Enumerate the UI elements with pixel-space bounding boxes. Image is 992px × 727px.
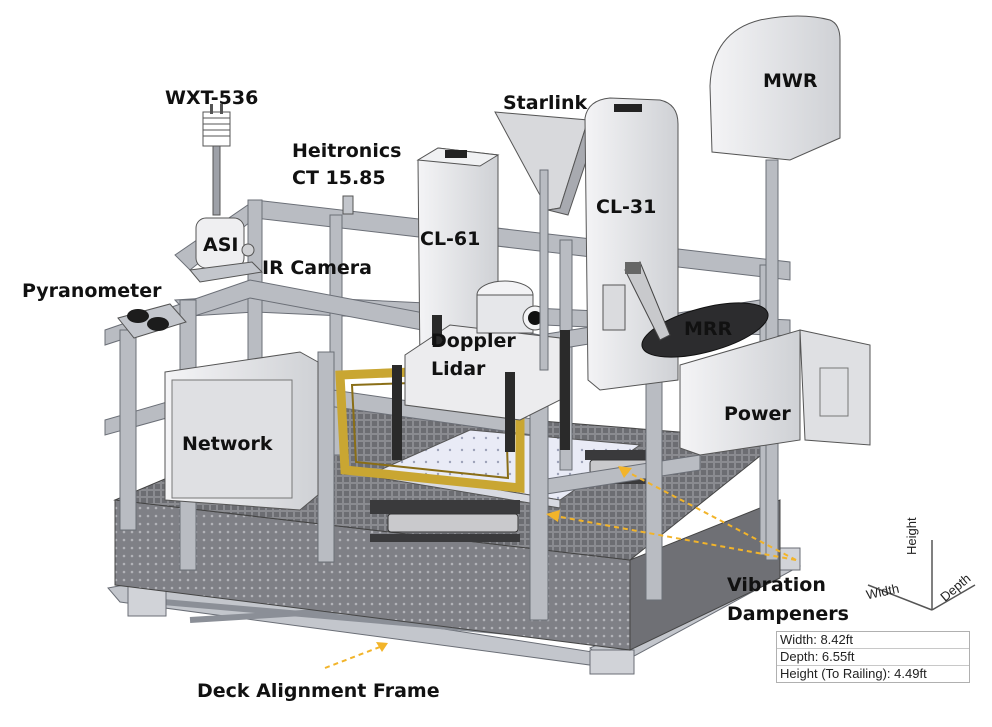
- pyranometer-label: Pyranometer: [22, 280, 162, 302]
- ir-camera-label: IR Camera: [262, 257, 372, 279]
- mrr-radar: [624, 261, 769, 358]
- heitronics-label-line1: Heitronics: [292, 140, 402, 162]
- doppler-lidar: [392, 280, 570, 460]
- axis-triad: [867, 540, 976, 611]
- wxt-ptu-mast: [189, 104, 264, 283]
- asi-label: ASI: [203, 234, 239, 256]
- cl31-label: CL-31: [596, 196, 657, 218]
- cl61-label: CL-61: [420, 228, 481, 250]
- deck-frame-label: Deck Alignment Frame: [197, 680, 440, 702]
- dimension-height: Height (To Railing): 4.49ft: [780, 666, 927, 681]
- doppler-label-line1: Doppler: [431, 330, 516, 352]
- heitronics-label-line2: CT 15.85: [292, 167, 386, 189]
- arrowheads: [376, 466, 632, 652]
- power-enclosure: [679, 329, 871, 456]
- network-label: Network: [182, 433, 273, 455]
- mrr-label: MRR: [684, 318, 733, 340]
- wxt-label: WXT-536: [165, 87, 259, 109]
- vibration-label-line1: Vibration: [727, 574, 826, 596]
- dimension-width: Width: 8.42ft: [777, 632, 969, 649]
- mwr-label: MWR: [763, 70, 818, 92]
- network-enclosure: [164, 351, 319, 511]
- dimensions-table: Width: 8.42ft Depth: 6.55ft Height (To R…: [776, 631, 970, 683]
- dimension-depth: Depth: 6.55ft: [777, 649, 969, 666]
- doppler-label-line2: Lidar: [431, 358, 486, 380]
- heitronics-sensor: [342, 195, 354, 215]
- starlink-label: Starlink: [503, 92, 588, 114]
- vibration-label-line2: Dampeners: [727, 603, 849, 625]
- axis-height-label: Height: [904, 517, 919, 555]
- power-label: Power: [724, 403, 791, 425]
- callout-arrows: [324, 467, 797, 669]
- pyranometers: [117, 303, 187, 339]
